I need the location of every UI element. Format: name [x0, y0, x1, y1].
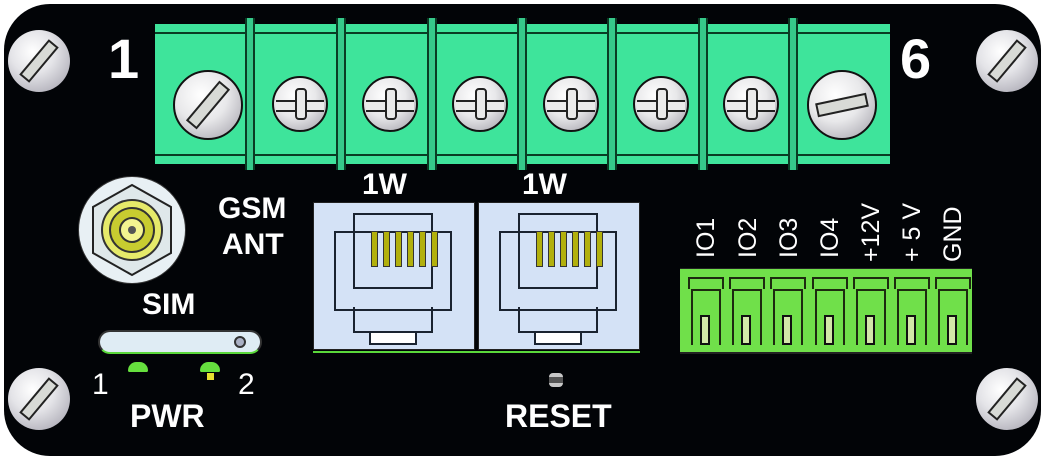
power-led-2-label: 2 — [238, 368, 255, 401]
io-pin-label-6: + 5 V — [898, 202, 926, 262]
power-led-2-indicator-icon — [207, 373, 214, 380]
io-pin-5[interactable] — [853, 275, 889, 345]
terminal-start-label: 1 — [108, 27, 140, 90]
mounting-screw-bottom-right — [976, 368, 1038, 430]
terminal-screw-slotted-2[interactable] — [807, 70, 877, 140]
rj-port-1[interactable] — [313, 202, 475, 350]
io-pin-1[interactable] — [688, 275, 724, 345]
io-pin-label-4: IO4 — [816, 217, 844, 258]
power-led-2-icon — [200, 362, 220, 372]
gsm-antenna-label-line1: GSM — [218, 192, 287, 225]
io-pin-7[interactable] — [935, 275, 971, 345]
terminal-screw-phillips-4[interactable] — [543, 76, 599, 132]
io-pin-label-1: IO1 — [692, 217, 720, 258]
terminal-screw-phillips-6[interactable] — [723, 76, 779, 132]
mounting-screw-top-right — [976, 30, 1038, 92]
power-label: PWR — [130, 398, 205, 434]
power-led-1-label: 1 — [92, 368, 109, 401]
mounting-screw-bottom-left — [8, 368, 70, 430]
io-pin-label-3: IO3 — [775, 217, 803, 258]
terminal-screw-phillips-5[interactable] — [633, 76, 689, 132]
terminal-screw-phillips-2[interactable] — [362, 76, 418, 132]
terminal-screw-phillips-1[interactable] — [272, 76, 328, 132]
rj-ports-base-line — [313, 351, 640, 353]
io-pin-2[interactable] — [729, 275, 765, 345]
reset-label: RESET — [505, 398, 612, 434]
gsm-antenna-connector[interactable] — [78, 176, 186, 284]
io-pin-3[interactable] — [770, 275, 806, 345]
reset-button[interactable] — [549, 373, 563, 387]
antenna-hex-nut-icon — [92, 183, 172, 277]
gsm-antenna-label-line2: ANT — [222, 228, 284, 261]
rj-port-2-label: 1W — [522, 168, 567, 201]
terminal-screw-slotted-1[interactable] — [173, 70, 243, 140]
rj-port-2[interactable] — [478, 202, 640, 350]
io-terminal-connector — [680, 268, 972, 354]
io-pin-label-5: +12V — [857, 202, 885, 262]
terminal-screw-phillips-3[interactable] — [452, 76, 508, 132]
mounting-screw-top-left — [8, 30, 70, 92]
sim-card-slot[interactable] — [98, 330, 262, 354]
io-pin-4[interactable] — [812, 275, 848, 345]
terminal-end-label: 6 — [900, 27, 932, 90]
terminal-block — [155, 18, 890, 170]
sim-eject-button-icon[interactable] — [234, 336, 246, 348]
io-pin-label-2: IO2 — [734, 217, 762, 258]
io-pin-6[interactable] — [894, 275, 930, 345]
sim-label: SIM — [142, 288, 196, 321]
rj-port-1-label: 1W — [362, 168, 407, 201]
power-led-1-icon — [128, 362, 148, 372]
io-pin-label-7: GND — [939, 206, 967, 262]
